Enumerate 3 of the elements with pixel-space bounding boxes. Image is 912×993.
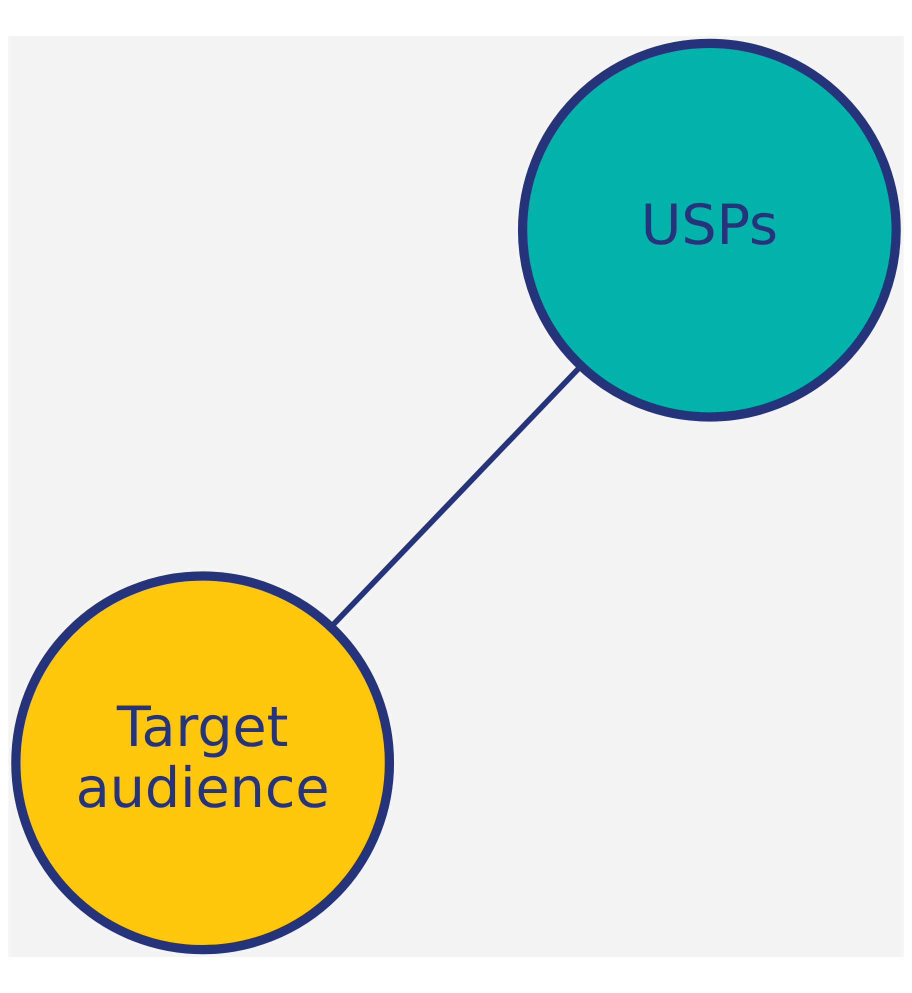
node-circle: USPs	[518, 38, 901, 422]
connector	[329, 364, 583, 629]
node-circle: Target audience	[11, 571, 394, 954]
